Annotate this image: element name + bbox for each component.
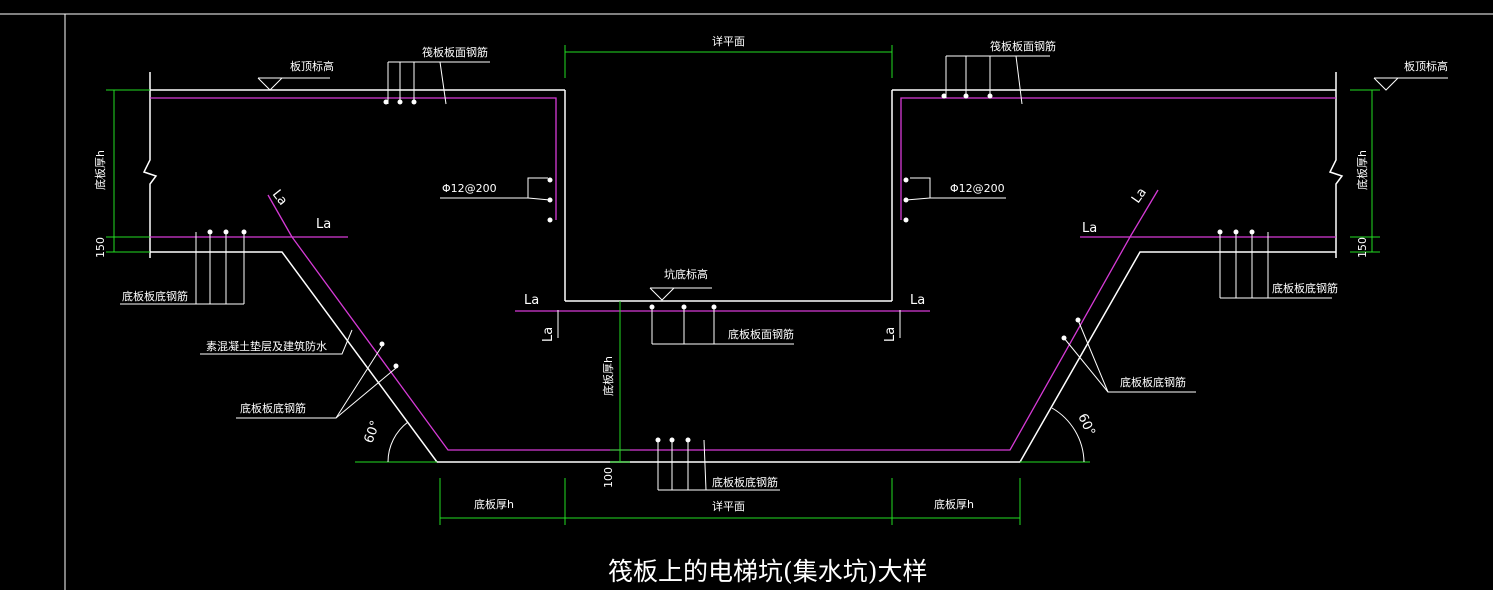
dot-9 xyxy=(547,217,553,223)
label-top-elev-left: 板顶标高 xyxy=(290,59,334,73)
label-bottom-rebar-right: 底板板底钢筋 xyxy=(1272,281,1338,295)
text-labels: 板顶标高 筏板板面钢筋 详平面 筏板板面钢筋 板顶标高 底板厚h 150 底板厚… xyxy=(93,34,1448,586)
ld-10 xyxy=(1015,55,1023,105)
label-150-right: 150 xyxy=(1356,237,1369,258)
label-la-1: La xyxy=(269,187,290,208)
dot-5 xyxy=(963,93,969,99)
label-la-2: La xyxy=(316,217,331,232)
elevation-markers xyxy=(257,77,1448,301)
label-plan-top: 详平面 xyxy=(712,34,745,48)
label-la-5: La xyxy=(910,293,925,308)
ld-11 xyxy=(440,177,548,199)
dot-4 xyxy=(941,93,947,99)
ld-12 xyxy=(527,197,551,201)
dot-2 xyxy=(397,99,403,105)
rebar-dots xyxy=(207,93,1255,443)
dot-7 xyxy=(547,177,553,183)
dot-14 xyxy=(223,229,229,235)
label-la-3: La xyxy=(524,293,539,308)
ld-5 xyxy=(439,61,447,105)
la-diag-right xyxy=(1129,189,1159,238)
drawing-title: 筏板上的电梯坑(集水坑)大样 xyxy=(608,557,928,586)
dot-10 xyxy=(903,177,909,183)
label-thickness-bottom-left: 底板厚h xyxy=(474,497,514,511)
label-thickness-bottom-right: 底板厚h xyxy=(934,497,974,511)
rebar-lines xyxy=(150,97,1336,451)
ld-36 xyxy=(335,367,397,419)
label-100: 100 xyxy=(602,467,615,488)
label-thickness-right: 底板厚h xyxy=(1355,150,1369,190)
elev-mark-top-right xyxy=(1373,77,1400,91)
angle-arc-right xyxy=(1051,407,1085,463)
elev-mark-top-left xyxy=(257,77,284,91)
top-rebar-left xyxy=(150,97,557,220)
label-angle-left: 60° xyxy=(362,419,384,446)
dot-21 xyxy=(711,304,717,310)
label-slope-rebar-right: 底板板底钢筋 xyxy=(1120,375,1186,389)
top-rebar-right xyxy=(900,97,1336,220)
break-line-left xyxy=(142,72,158,258)
bottom-rebar xyxy=(150,236,1336,451)
label-angle-right: 60° xyxy=(1074,411,1097,438)
label-pit-bottom-elev: 坑底标高 xyxy=(664,267,708,281)
label-la-4: La xyxy=(541,327,556,342)
label-thickness-left: 底板厚h xyxy=(93,150,107,190)
dot-18 xyxy=(1249,229,1255,235)
dot-6 xyxy=(987,93,993,99)
label-la-8: La xyxy=(1129,185,1150,206)
label-la-6: La xyxy=(883,327,898,342)
ld-38 xyxy=(1063,337,1109,393)
label-bottom-rebar-left: 底板板底钢筋 xyxy=(122,289,188,303)
dot-28 xyxy=(1061,335,1067,341)
dot-27 xyxy=(1075,317,1081,323)
break-line-right xyxy=(1328,72,1344,258)
la-diag-left xyxy=(267,194,293,238)
dot-3 xyxy=(411,99,417,105)
dot-12 xyxy=(903,217,909,223)
label-waterproof: 素混凝土垫层及建筑防水 xyxy=(206,339,327,353)
dot-20 xyxy=(681,304,687,310)
label-top-elev-right: 板顶标高 xyxy=(1404,59,1448,73)
label-raft-top-rebar-right: 筏板板面钢筋 xyxy=(990,39,1056,53)
label-thickness-mid: 底板厚h xyxy=(601,356,615,396)
label-150-left: 150 xyxy=(94,237,107,258)
dot-17 xyxy=(1233,229,1239,235)
ld-34 xyxy=(200,329,353,355)
dimension-lines xyxy=(106,45,1380,525)
dot-13 xyxy=(207,229,213,235)
dot-11 xyxy=(903,197,909,203)
dot-23 xyxy=(669,437,675,443)
label-stirrup-right: Φ12@200 xyxy=(950,182,1005,195)
dot-1 xyxy=(383,99,389,105)
label-plan-bottom: 详平面 xyxy=(712,499,745,513)
dot-16 xyxy=(1217,229,1223,235)
label-stirrup-left: Φ12@200 xyxy=(442,182,497,195)
dot-25 xyxy=(379,341,385,347)
raft-bottom-outline xyxy=(150,251,1336,463)
label-bottom-top-rebar: 底板板面钢筋 xyxy=(728,327,794,341)
label-bottom-bottom-rebar: 底板板底钢筋 xyxy=(712,475,778,489)
dot-15 xyxy=(241,229,247,235)
ld-13 xyxy=(910,177,1006,199)
label-raft-top-rebar-left: 筏板板面钢筋 xyxy=(422,45,488,59)
angle-arc-left xyxy=(387,421,409,463)
dot-26 xyxy=(393,363,399,369)
elev-mark-pit xyxy=(649,287,676,301)
dot-19 xyxy=(649,304,655,310)
ld-14 xyxy=(905,197,931,201)
dot-24 xyxy=(685,437,691,443)
dot-22 xyxy=(655,437,661,443)
dot-8 xyxy=(547,197,553,203)
leader-lines xyxy=(120,55,1332,491)
concrete-outline xyxy=(142,72,1344,463)
label-slope-bottom-rebar: 底板板底钢筋 xyxy=(240,401,306,415)
label-la-7: La xyxy=(1082,221,1097,236)
ld-32 xyxy=(703,439,707,491)
